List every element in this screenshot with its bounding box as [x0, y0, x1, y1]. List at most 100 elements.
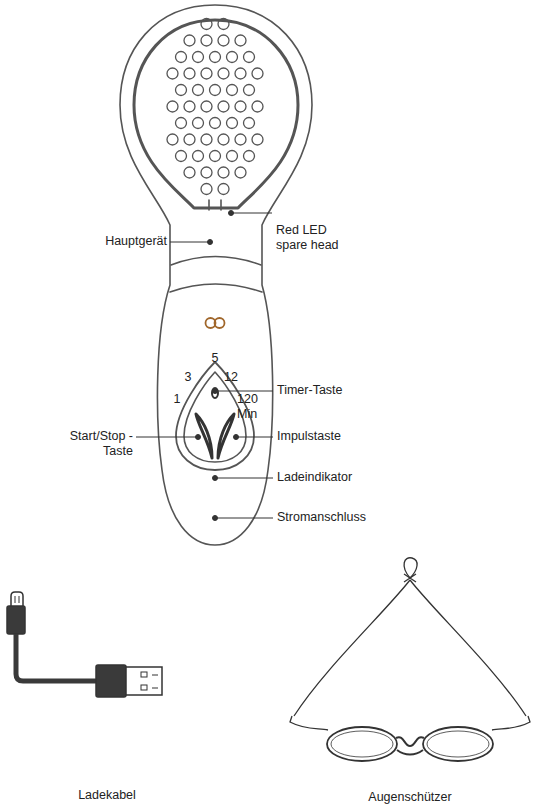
led-hole: [201, 35, 212, 46]
usb-a-contact: [152, 675, 158, 688]
part-label: Stromanschluss: [277, 510, 366, 525]
timer-value: 1: [174, 392, 181, 407]
led-hole: [167, 134, 178, 145]
leader-line: [238, 437, 273, 438]
led-hole: [184, 35, 195, 46]
leader-dot: [213, 389, 218, 394]
led-hole: [218, 19, 229, 30]
led-hole: [201, 134, 212, 145]
usb-a-hole: [141, 672, 147, 677]
led-hole: [193, 85, 204, 96]
leader-line: [233, 213, 272, 214]
main-body-outline: [120, 5, 312, 545]
usb-c-tip-slot: [15, 596, 19, 603]
led-hole: [193, 151, 204, 162]
start-stop-button: [196, 414, 212, 458]
led-hole: [235, 167, 246, 178]
leader-dot: [213, 516, 218, 521]
leader-dot: [208, 240, 213, 245]
led-hole: [252, 68, 263, 79]
led-hole: [218, 184, 229, 195]
led-hole: [193, 52, 204, 63]
led-hole: [227, 151, 238, 162]
led-hole: [176, 118, 187, 129]
part-label: Start/Stop -Taste: [61, 429, 133, 459]
led-hole: [227, 52, 238, 63]
charging-cable: [7, 592, 162, 697]
led-hole: [184, 68, 195, 79]
timer-value: 3: [185, 370, 192, 385]
led-hole: [210, 85, 221, 96]
timer-value: 5: [212, 351, 219, 366]
led-hole: [218, 35, 229, 46]
leader-line: [217, 518, 273, 519]
led-hole: [201, 19, 212, 30]
lens: [423, 727, 493, 761]
lens: [327, 727, 397, 761]
leader-line: [217, 478, 273, 479]
led-hole: [244, 52, 255, 63]
led-hole: [244, 85, 255, 96]
led-hole: [193, 118, 204, 129]
usb-c-plug: [7, 606, 25, 634]
cable: [16, 634, 96, 681]
led-hole: [167, 68, 178, 79]
brand-logo: [215, 318, 225, 328]
usb-a-plug: [96, 665, 126, 697]
led-hole: [210, 151, 221, 162]
led-grid: [167, 19, 263, 195]
impulse-button: [218, 414, 234, 458]
part-label: Red LED spare head: [276, 223, 348, 253]
accessory-label: Augenschützer: [368, 790, 451, 805]
neck-band: [171, 257, 261, 266]
leader-line: [218, 391, 273, 392]
led-hole: [235, 68, 246, 79]
nose-bridge: [396, 737, 424, 754]
part-label: Ladeindikator: [277, 470, 352, 485]
led-hole: [176, 151, 187, 162]
timer-button: [212, 388, 218, 398]
timer-value: 120 Min: [237, 392, 263, 422]
usb-c-tip: [11, 592, 23, 606]
lens-rim: [427, 731, 489, 757]
led-hole: [201, 101, 212, 112]
eye-protector: [290, 558, 530, 761]
led-plate-border: [134, 20, 298, 208]
neck-band: [170, 284, 262, 292]
part-label: Hauptgerät: [105, 234, 167, 249]
led-hole: [176, 85, 187, 96]
frame: [290, 716, 328, 730]
leader-dot: [213, 476, 218, 481]
strap: [410, 580, 526, 716]
led-hole: [201, 184, 212, 195]
led-hole: [184, 101, 195, 112]
led-hole: [244, 151, 255, 162]
led-hole: [252, 134, 263, 145]
led-hole: [210, 52, 221, 63]
led-hole: [235, 35, 246, 46]
frame: [492, 716, 530, 730]
leader-dot: [229, 211, 234, 216]
led-hole: [218, 101, 229, 112]
led-hole: [235, 101, 246, 112]
timer-value: 12: [224, 370, 238, 385]
led-hole: [210, 118, 221, 129]
led-hole: [235, 134, 246, 145]
usb-a-metal: [126, 667, 162, 695]
led-hole: [218, 68, 229, 79]
button-ring-inner: [184, 372, 246, 462]
led-hole: [252, 101, 263, 112]
accessory-label: Ladekabel: [78, 788, 136, 803]
led-hole: [184, 167, 195, 178]
leader-dot: [234, 435, 239, 440]
strap: [294, 580, 410, 716]
leader-line: [136, 437, 196, 438]
leader-dot: [196, 435, 201, 440]
part-label: Timer-Taste: [277, 383, 343, 398]
led-hole: [227, 85, 238, 96]
led-hole: [176, 52, 187, 63]
part-label: Impulstaste: [277, 429, 341, 444]
led-hole: [244, 118, 255, 129]
